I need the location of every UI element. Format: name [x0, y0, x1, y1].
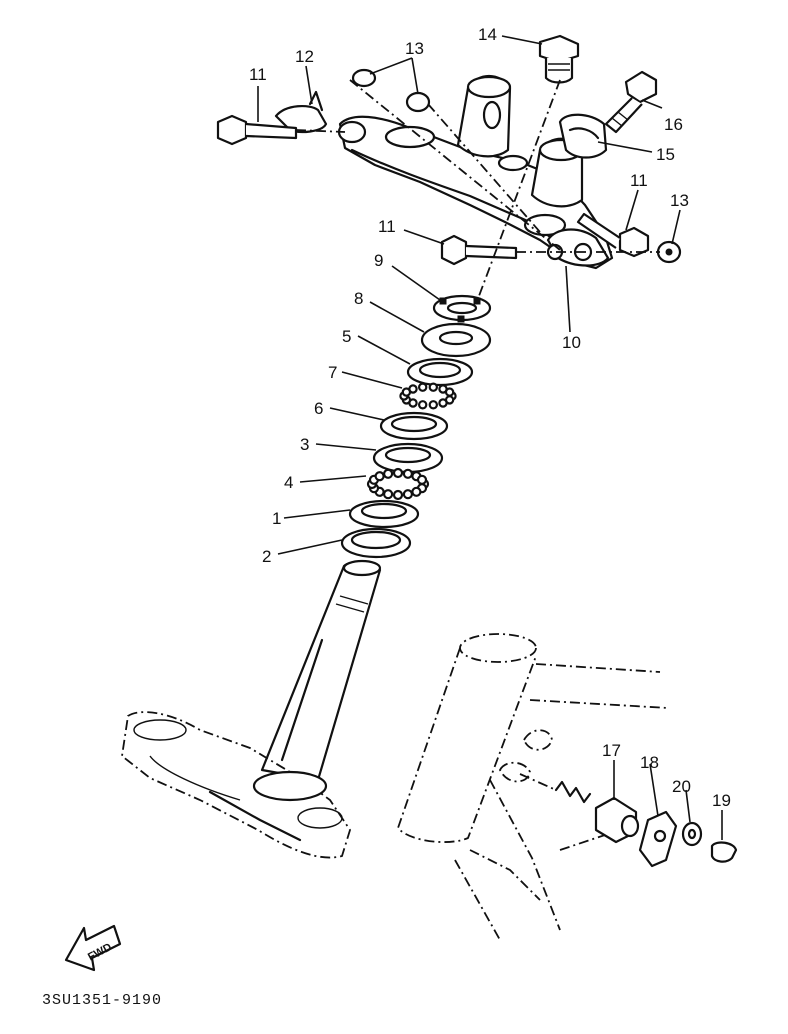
- callout-9: 9: [374, 251, 383, 270]
- bearing-ball: [402, 468, 413, 479]
- bearing-ball: [438, 398, 448, 408]
- frame-head-pipe: [396, 633, 669, 941]
- callout-5: 5: [342, 327, 351, 346]
- bolt-11-right: [576, 212, 650, 258]
- bearing-ball: [374, 471, 385, 482]
- bearing-ball: [408, 384, 418, 394]
- ball-bearing-7: [399, 382, 457, 410]
- ring-nut-9: [432, 294, 492, 323]
- stopper-plate-18: [638, 810, 678, 868]
- callout-11b: 11: [630, 171, 648, 190]
- pin-19: [710, 841, 738, 863]
- bearing-ball: [416, 474, 428, 485]
- bearing-ball: [444, 387, 455, 397]
- callout-11a: 11: [249, 65, 267, 84]
- fwd-arrow: FWD: [64, 924, 122, 972]
- bearing-ball: [392, 489, 404, 501]
- callout-1: 1: [272, 509, 281, 528]
- callout-15: 15: [656, 145, 675, 164]
- callout-8: 8: [354, 289, 363, 308]
- callout-16: 16: [664, 115, 683, 134]
- diagram-code: 3SU1351-9190: [42, 992, 162, 1009]
- bearing-race-5: [406, 357, 474, 387]
- callout-3: 3: [300, 435, 309, 454]
- leader-lines: [257, 35, 723, 840]
- bearing-race-1: [348, 499, 420, 529]
- spring: [519, 773, 592, 804]
- callout-12: 12: [295, 47, 314, 66]
- lock-plate-12: [274, 90, 328, 134]
- bearing-ball: [428, 400, 438, 410]
- bearing-race-3: [372, 442, 444, 474]
- bearing-cover-8: [420, 322, 492, 358]
- callout-13a: 13: [405, 39, 424, 58]
- ball-bearing-4: [366, 467, 430, 501]
- bearing-ball: [411, 486, 422, 497]
- bolt-16: [604, 70, 658, 134]
- dust-seal-2: [340, 527, 412, 559]
- bearing-ball: [428, 382, 438, 392]
- bearing-ball: [383, 468, 394, 479]
- lower-bracket: [121, 711, 351, 859]
- callout-10: 10: [562, 333, 581, 352]
- callout-7: 7: [328, 363, 337, 382]
- nuts-13: [351, 68, 682, 264]
- callout-17: 17: [602, 741, 621, 760]
- callout-numbers: 11 12 13 14 16 15 11 13 11 9 8 10 5 7 6 …: [249, 25, 731, 810]
- callout-19: 19: [712, 791, 731, 810]
- steering-stem: [260, 559, 382, 782]
- callout-14: 14: [478, 25, 497, 44]
- callout-11c: 11: [378, 217, 396, 236]
- callout-2: 2: [262, 547, 271, 566]
- callout-20: 20: [672, 777, 691, 796]
- bolt-11-upper: [216, 114, 298, 146]
- callout-6: 6: [314, 399, 323, 418]
- bearing-ball: [418, 400, 428, 410]
- callout-13b: 13: [670, 191, 689, 210]
- clamp-15: [558, 113, 608, 159]
- upper-bracket: [337, 74, 614, 270]
- bearing-ball: [402, 489, 413, 500]
- bearing-ball: [418, 382, 428, 392]
- bearing-race-6: [379, 411, 449, 441]
- bearing-ball: [383, 489, 394, 500]
- bolt-11-middle: [440, 234, 518, 266]
- callout-4: 4: [284, 473, 293, 492]
- callout-18: 18: [640, 753, 659, 772]
- bearing-ball: [392, 467, 404, 479]
- washer-20: [681, 821, 703, 847]
- stem-nut-14: [538, 34, 580, 84]
